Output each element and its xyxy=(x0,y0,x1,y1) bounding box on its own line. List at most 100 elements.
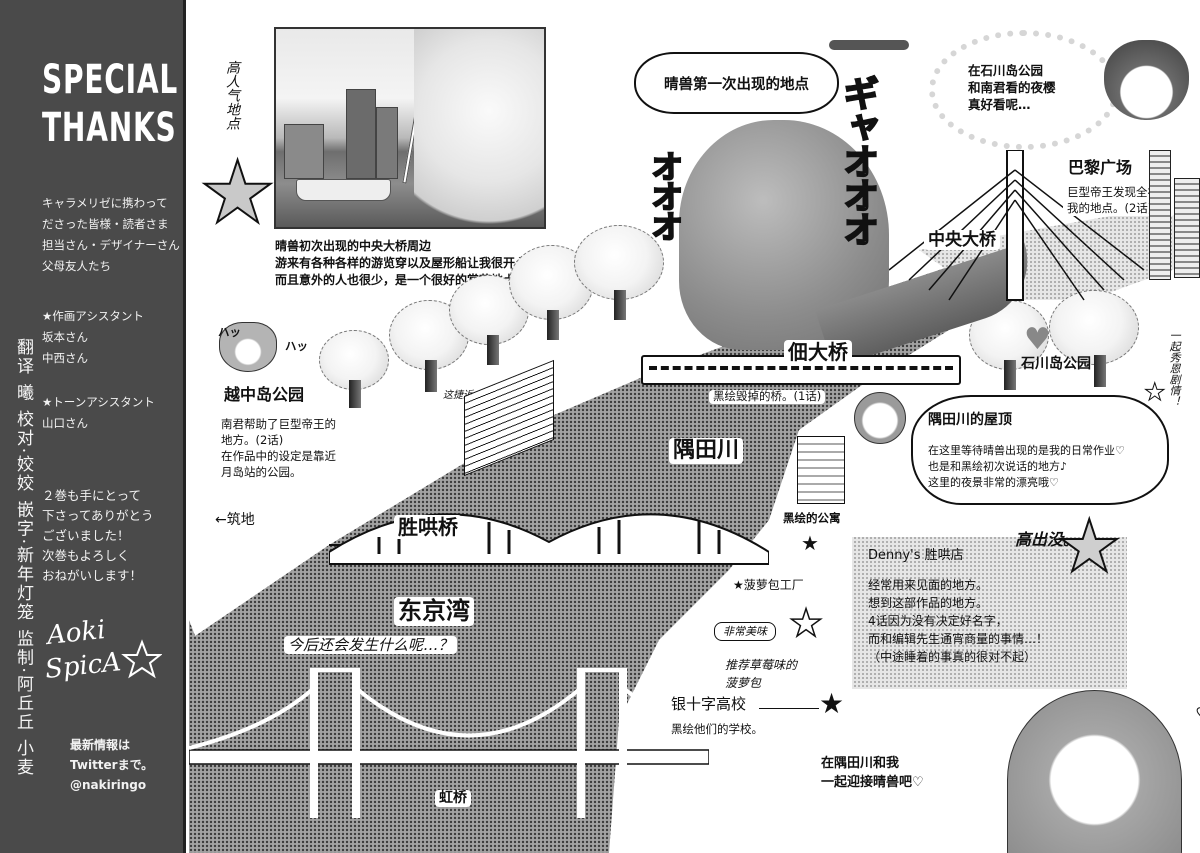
tsukuda-bridge-desc: 黑绘毁掉的桥。(1话) xyxy=(709,389,826,404)
tokyo-bay-label: 东京湾 xyxy=(394,597,474,626)
bay-question: 今后还会发生什么呢…？ xyxy=(284,636,458,654)
assistant-name: 山口さん xyxy=(42,416,88,430)
desc-line: 也是和黑绘初次说话的地方♪ xyxy=(928,460,1068,473)
rooftop-desc: 在这里等待晴兽出现的是我的日常作业♡ 也是和黑绘初次说话的地方♪ 这里的夜景非常… xyxy=(924,443,1129,491)
location-star-icon: ★ xyxy=(801,531,819,555)
thanks-line: キャラメリゼに携わって xyxy=(42,196,168,210)
roar-sfx-left: オオオ xyxy=(645,149,685,241)
school-desc: 黑绘他们的学校。 xyxy=(671,722,763,736)
chuo-bridge-photo xyxy=(274,27,546,229)
skyscraper-icon xyxy=(1149,150,1171,280)
kachidoki-bridge-label: 胜哄桥 xyxy=(394,515,462,539)
info-line: 最新情報は xyxy=(70,738,131,752)
message-line: ございました！ xyxy=(42,528,130,543)
echu-park-label: 越中岛公园 xyxy=(224,385,305,404)
caption-line: 游来有各种各样的游览穿以及屋形船让我很开心 xyxy=(275,256,528,270)
desc-line: 这里的夜景非常的漂亮哦♡ xyxy=(928,476,1059,489)
star-mascot-icon: ★ xyxy=(788,601,824,645)
dog-mascot-icon xyxy=(219,322,277,372)
title-line-2: THANKS xyxy=(42,105,177,151)
chuo-bridge-label: 中央大桥 xyxy=(924,230,1000,251)
small-star-icon: ★ xyxy=(1144,378,1166,406)
title-line-1: SPECIAL xyxy=(42,57,179,103)
desc-line: 在这里等待晴兽出现的是我的日常作业♡ xyxy=(928,444,1125,457)
popular-spot-note: 高人气地点 xyxy=(224,60,240,130)
location-star-icon: ★ xyxy=(819,687,845,720)
apartment-building-icon xyxy=(797,436,845,504)
credits-sidebar: SPECIAL THANKS キャラメリゼに携わって ださった皆様・読者さま 担… xyxy=(0,0,186,853)
delicious-badge: 非常美味 xyxy=(714,622,776,642)
desc-line: 经常用来见面的地方。 xyxy=(868,578,989,592)
closing-line: 一起迎接晴兽吧♡ xyxy=(821,775,924,790)
school-label: 银十字高校 xyxy=(671,695,747,713)
illustrated-map: 高人气地点 ★ 晴兽初次出现的中央大桥周边 游来有各种各样的游览穿以及屋形船让我… xyxy=(189,0,1200,853)
thanks-line: 父母友人たち xyxy=(42,259,111,273)
rooftop-title: 隅田川的屋顶 xyxy=(928,412,1012,428)
thanks-line: 担当さん・デザイナーさん xyxy=(42,238,180,252)
dennys-desc: 经常用来见面的地方。 想到这部作品的地方。 4话因为没有决定好名字， 而和编辑先… xyxy=(864,576,1052,666)
helicopter-icon xyxy=(829,40,909,50)
note-line: 在石川岛公园 xyxy=(968,63,1044,78)
desc-line: 而和编辑先生通宵商量的事情…！ xyxy=(868,632,1049,646)
apartment-label: 黑绘的公寓 xyxy=(783,511,841,525)
tone-assistants: ★トーンアシスタント 山口さん xyxy=(42,392,155,434)
desc-line: 我的地点。(2话) xyxy=(1067,201,1153,215)
message-line: 次巻もよろしく xyxy=(42,548,130,563)
star-mascot-icon: ★ xyxy=(1056,504,1123,588)
desc-line: 地方。(2话) xyxy=(221,433,284,447)
author-message: ２巻も手にとって 下さってありがとう ございました！ 次巻もよろしく おねがいし… xyxy=(42,486,154,586)
dennys-title: Denny's 胜哄店 xyxy=(868,548,964,563)
star-note: 高出没。 xyxy=(1015,530,1080,549)
first-appearance-bubble: 晴兽第一次出现的地点 xyxy=(634,52,839,114)
translation-credits: 翻译 曦 校对·姣姣 嵌字·新年灯笼 监制·阿丘丘 小麦 xyxy=(13,338,33,778)
note-line: 推荐草莓味的 xyxy=(725,658,798,672)
melonpan-recommend: 推荐草莓味的 菠萝包 xyxy=(721,656,801,692)
girl-avatar xyxy=(1104,40,1189,120)
assistant-name: 中西さん xyxy=(42,351,88,365)
dog-sfx: ハッ xyxy=(218,325,241,339)
author-signature: Aoki SpicA xyxy=(42,612,163,692)
rainbow-bridge-illustration xyxy=(189,668,709,818)
desc-line: 4话因为没有决定好名字， xyxy=(868,614,1008,628)
note-line: 和南君看的夜樱 xyxy=(968,80,1056,95)
svg-text:Aoki: Aoki xyxy=(44,615,107,651)
closing-message: 在隅田川和我 一起迎接晴兽吧♡ xyxy=(817,754,928,792)
margin-note: 一起秀恩剧情！ xyxy=(1168,330,1181,407)
special-thanks-title: SPECIAL THANKS xyxy=(42,56,179,152)
echu-park-desc: 南君帮助了巨型帝王的 地方。(2话) 在作品中的设定是靠近 月岛站的公园。 xyxy=(217,416,340,480)
message-line: おねがいします！ xyxy=(42,568,143,583)
heart-icon: ♥ xyxy=(1024,322,1051,357)
info-line: Twitterまで。 xyxy=(70,758,154,772)
shortcut-note: 这捷近 xyxy=(443,390,473,401)
desc-line: 月岛站的公园。 xyxy=(221,465,302,479)
desc-line: 在作品中的设定是靠近 xyxy=(221,449,336,463)
desc-line: 想到这部作品的地方。 xyxy=(868,596,989,610)
melonpan-factory-label: ★菠萝包工厂 xyxy=(733,578,804,592)
heart-icon: ♥ xyxy=(1196,707,1200,722)
pointer-line xyxy=(759,708,819,709)
rooftop-bubble xyxy=(911,395,1169,505)
desc-line: 巨型帝王发现全裸的 xyxy=(1067,185,1171,199)
note-line: 真好看呢… xyxy=(968,97,1031,112)
tsukuda-bridge-label: 佃大桥 xyxy=(784,340,852,364)
thanks-line: ださった皆様・読者さま xyxy=(42,217,169,231)
message-line: 下さってありがとう xyxy=(42,508,154,523)
svg-text:SpicA: SpicA xyxy=(44,647,123,685)
caption-line: 晴兽初次出现的中央大桥周边 xyxy=(275,239,432,253)
star-mascot-icon: ★ xyxy=(198,143,277,243)
art-assistants: ★作画アシスタント 坂本さん 中西さん xyxy=(42,306,144,369)
art-assistants-header: ★作画アシスタント xyxy=(42,309,144,323)
night-sakura-note: 在石川岛公园 和南君看的夜樱 真好看呢… xyxy=(964,62,1060,113)
tone-assistants-header: ★トーンアシスタント xyxy=(42,395,155,409)
dog-sfx: ハッ xyxy=(285,339,308,353)
rainbow-bridge-label: 虹桥 xyxy=(435,790,471,807)
closing-line: 在隅田川和我 xyxy=(821,756,900,771)
desc-line: 南君帮助了巨型帝王的 xyxy=(221,417,336,431)
message-line: ２巻も手にとって xyxy=(42,488,142,503)
thanks-list: キャラメリゼに携わって ださった皆様・読者さま 担当さん・デザイナーさん 父母友… xyxy=(42,193,180,277)
hooded-girl-illustration xyxy=(1007,690,1182,853)
twitter-handle: @nakiringo xyxy=(70,778,147,792)
note-line: 菠萝包 xyxy=(725,676,762,690)
paris-plaza-label: 巴黎广场 xyxy=(1068,158,1133,177)
character-avatar xyxy=(854,392,906,444)
